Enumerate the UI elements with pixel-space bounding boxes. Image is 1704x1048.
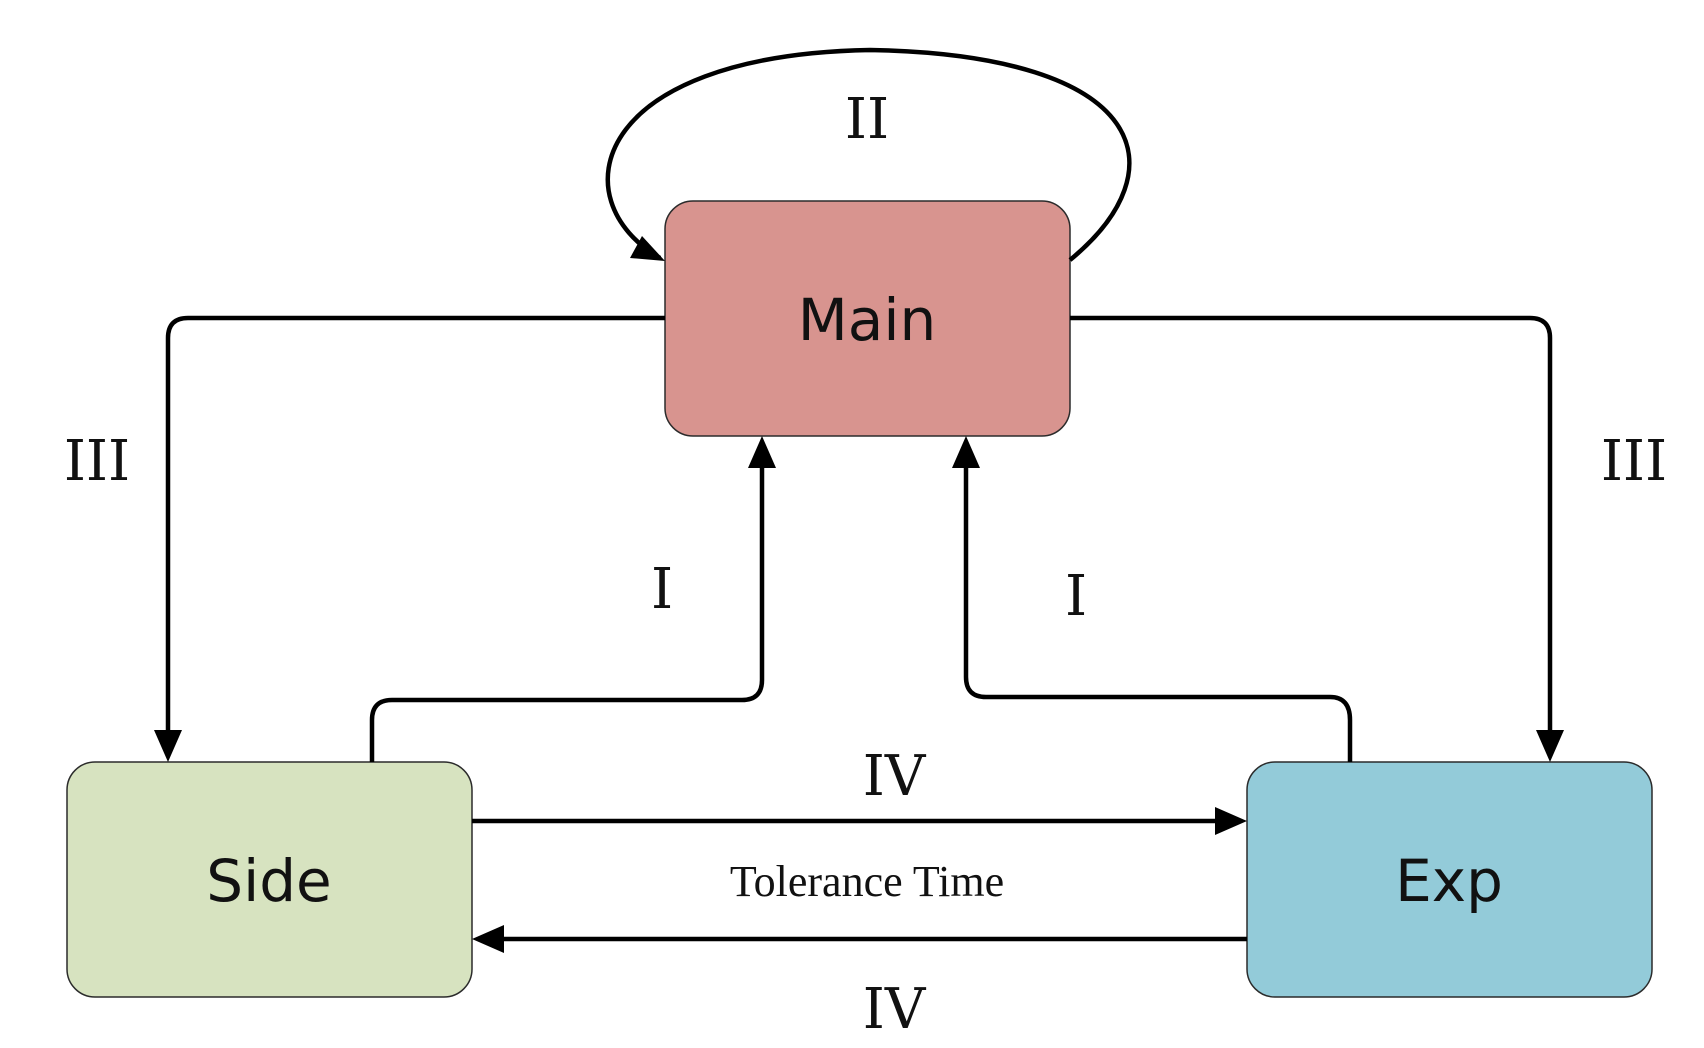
arrowhead-exp-to-main [952,436,980,468]
arrowhead-exp-to-side [472,925,504,953]
arrowhead-side-to-main [748,436,776,468]
edge-main-to-exp [1070,315,1553,738]
edge-main-self-loop [605,47,1132,262]
label-main-to-exp: III [1601,429,1667,494]
label-exp-to-main: I [1065,564,1087,629]
arrowhead-main-self-loop [630,236,665,261]
edge-side-to-main [369,462,765,762]
label-side-to-main: I [651,557,673,622]
main-node-label: Main [798,286,936,354]
side-node [66,761,473,998]
exp-node-label: Exp [1395,847,1503,915]
side-node-label: Side [206,847,331,915]
arrowhead-main-to-exp [1536,730,1564,762]
arrowhead-main-to-side [154,730,182,762]
label-main-to-side: III [64,429,130,494]
label-self-loop-main: II [845,87,889,152]
exp-node [1246,761,1653,998]
label-side-to-exp: IV [863,744,927,809]
edge-main-to-side [165,315,665,738]
arrowhead-side-to-exp [1215,807,1247,835]
label-exp-to-side: IV [863,977,927,1042]
edge-exp-to-main [963,462,1353,762]
tolerance-time-label: Tolerance Time [730,857,1004,906]
